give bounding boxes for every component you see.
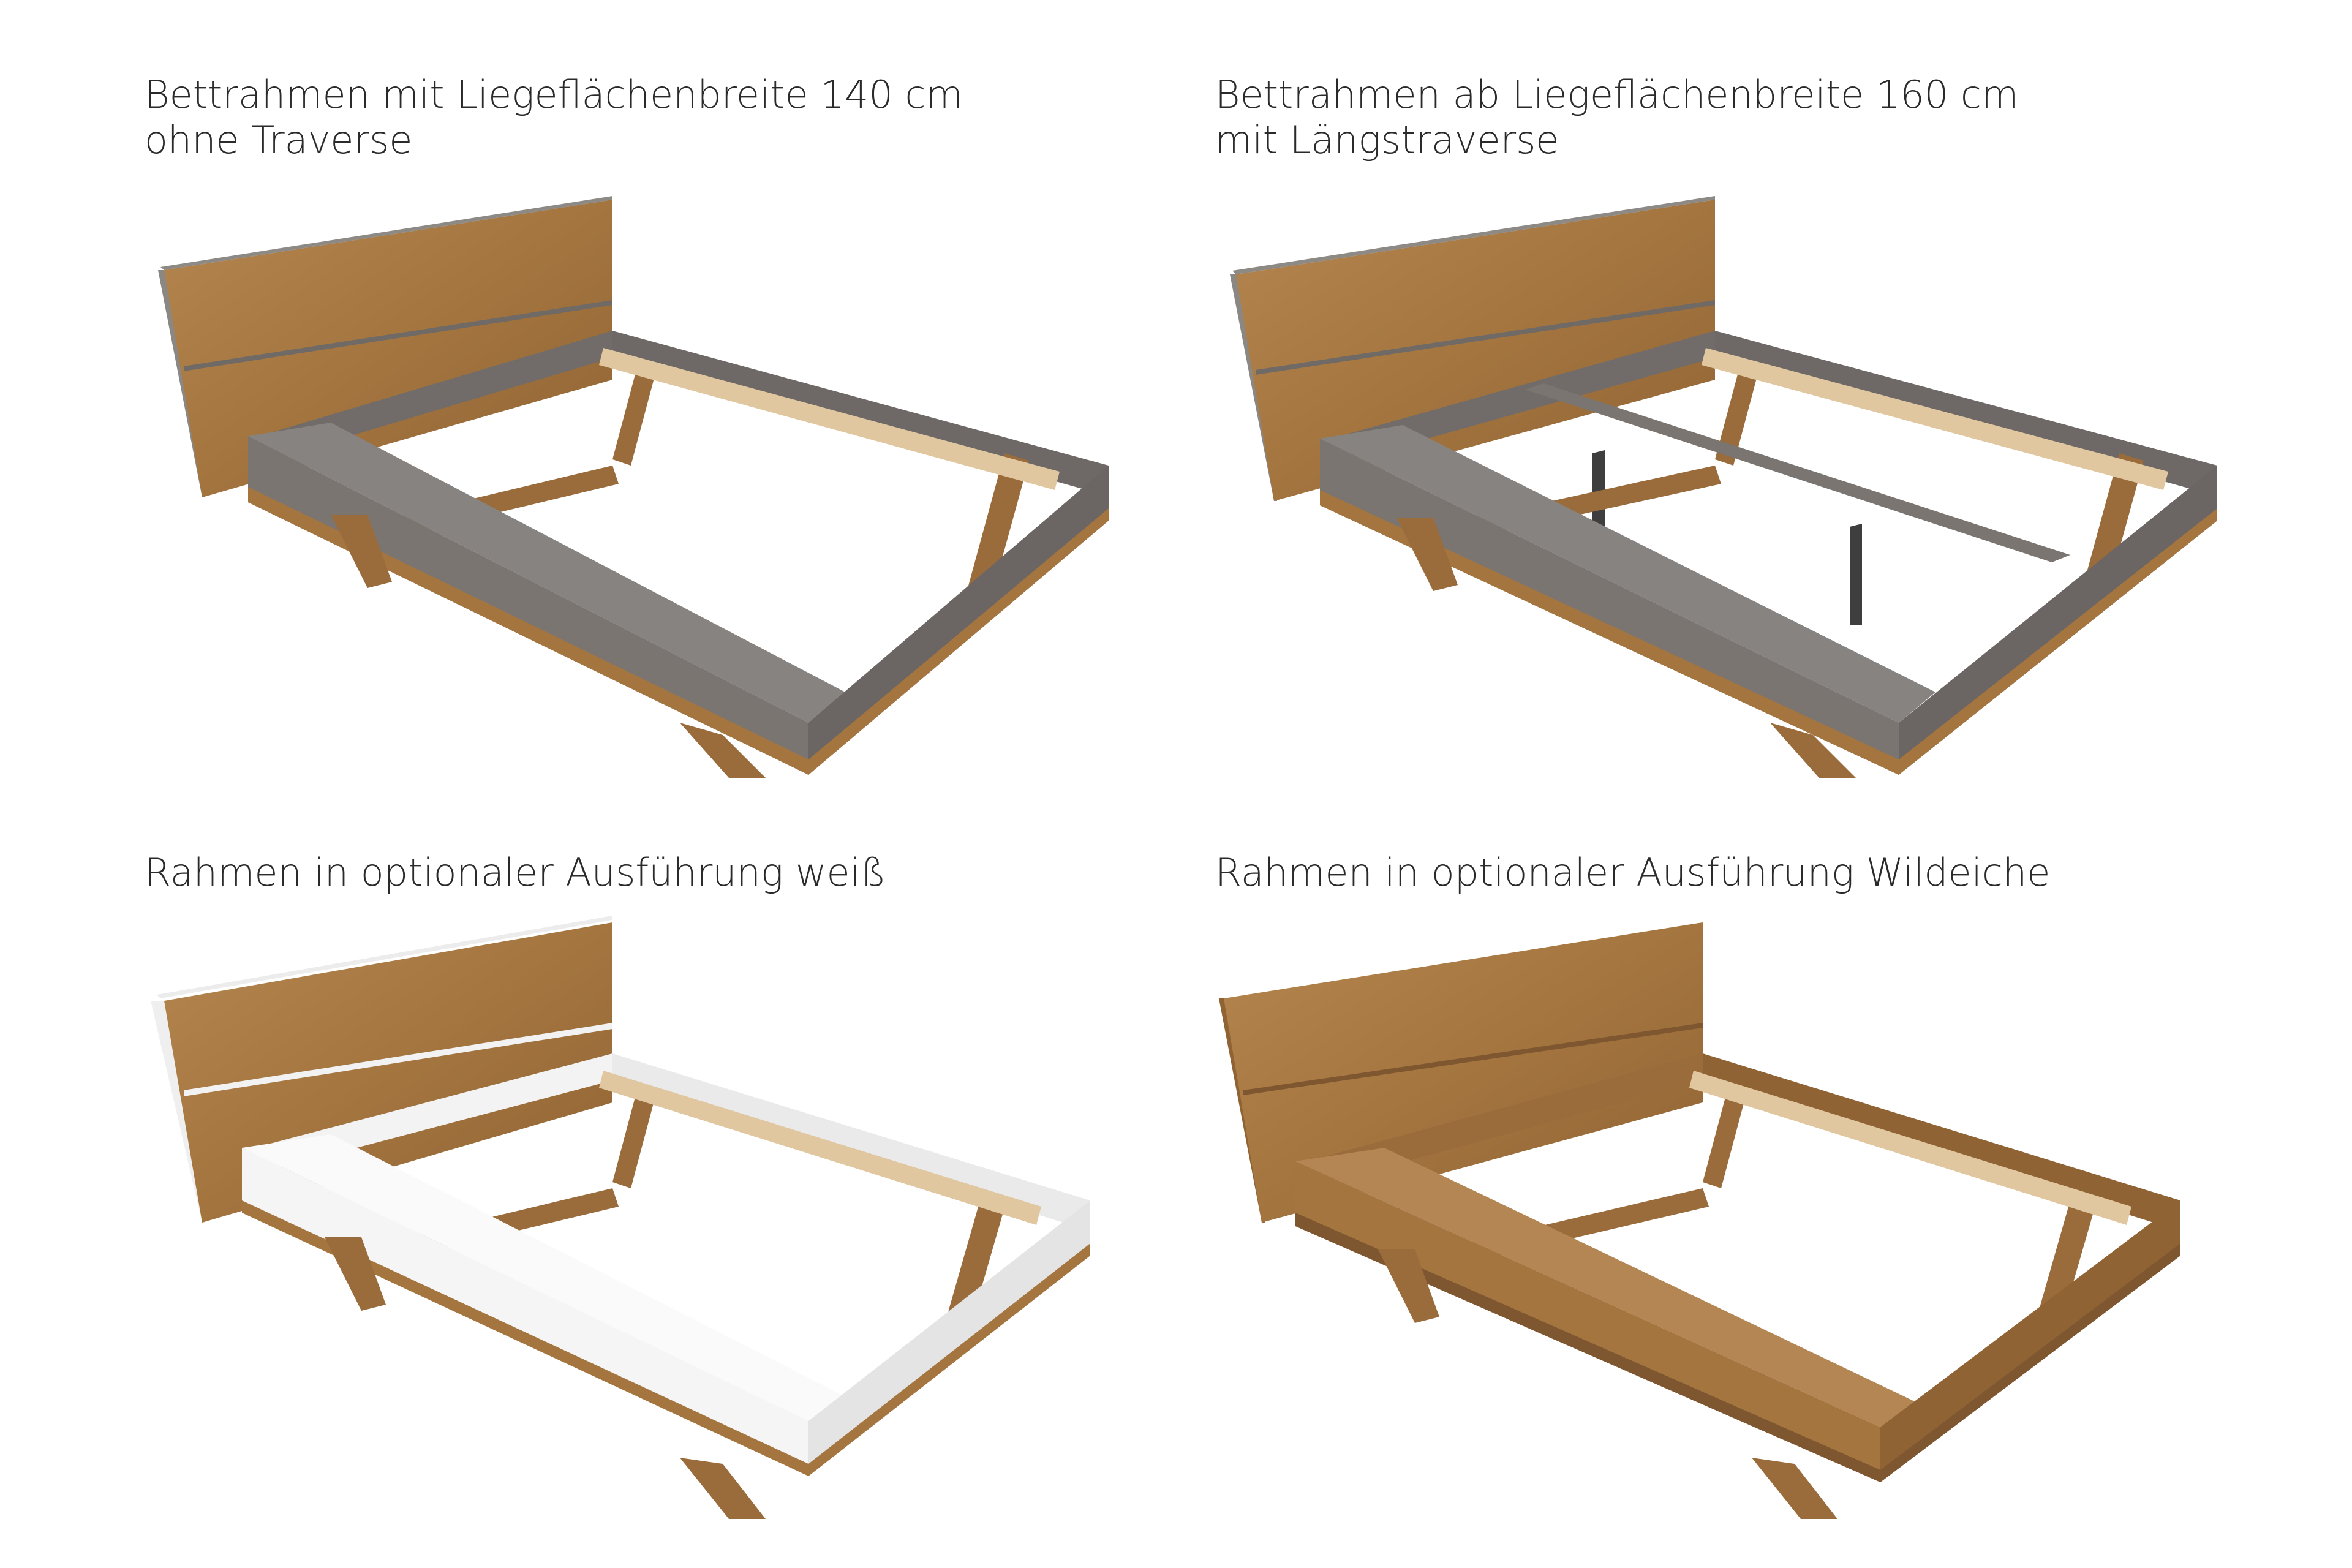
- panel-white-frame: Rahmen in optionaler Ausführung weiß: [0, 784, 1176, 1568]
- headboard: [1236, 200, 1715, 501]
- panel-caption: Bettrahmen mit Liegeflächenbreite 140 cm…: [145, 72, 963, 163]
- caption-line-1: Rahmen in optionaler Ausführung Wildeich…: [1215, 850, 2051, 895]
- panel-caption: Bettrahmen ab Liegeflächenbreite 160 cm …: [1215, 72, 2018, 163]
- caption-line-1: Rahmen in optionaler Ausführung weiß: [145, 850, 886, 895]
- panel-caption: Rahmen in optionaler Ausführung Wildeich…: [1215, 850, 2050, 895]
- headboard: [164, 200, 612, 497]
- headboard: [1224, 922, 1703, 1223]
- caption-line-2: mit Längstraverse: [1215, 118, 1559, 162]
- panel-caption: Rahmen in optionaler Ausführung weiß: [145, 850, 886, 895]
- headboard-edge: [151, 1001, 205, 1223]
- caption-line-1: Bettrahmen ab Liegeflächenbreite 160 cm: [1215, 72, 2019, 117]
- bed-illustration-grey-traverse: [1230, 196, 2217, 778]
- panel-wild-oak-frame: Rahmen in optionaler Ausführung Wildeich…: [1176, 784, 2352, 1568]
- longitudinal-traverse: [1525, 383, 2070, 562]
- bed-illustration-grey: [158, 196, 1109, 778]
- caption-line-1: Bettrahmen mit Liegeflächenbreite 140 cm: [145, 72, 963, 117]
- caption-line-2: ohne Traverse: [145, 118, 413, 162]
- bed-illustration-white: [151, 916, 1090, 1519]
- panel-grey-no-traverse: Bettrahmen mit Liegeflächenbreite 140 cm…: [0, 0, 1176, 784]
- bed-illustration-wild-oak: [1219, 922, 2180, 1519]
- panel-grey-with-traverse: Bettrahmen ab Liegeflächenbreite 160 cm …: [1176, 0, 2352, 784]
